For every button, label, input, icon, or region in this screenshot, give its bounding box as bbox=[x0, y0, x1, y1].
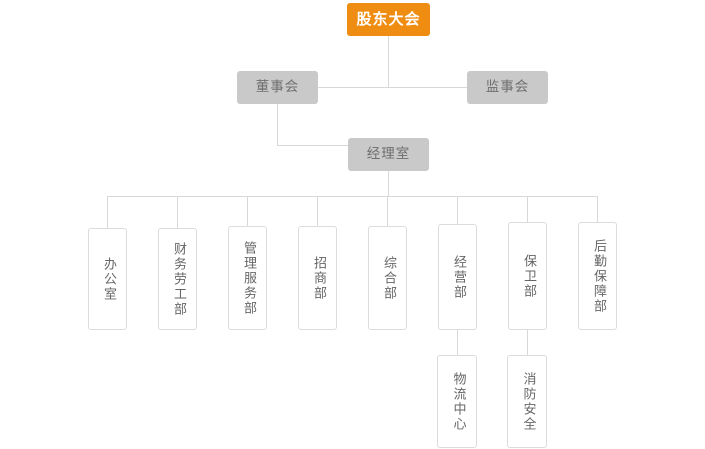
connector-drop-dept-1 bbox=[107, 196, 108, 228]
connector-drop-dept-7 bbox=[527, 196, 528, 222]
node-department-investment[interactable]: 招商部 bbox=[298, 226, 337, 330]
connector-manager-down bbox=[388, 170, 389, 197]
node-department-security[interactable]: 保卫部 bbox=[508, 222, 547, 330]
connector-drop-dept-4 bbox=[317, 196, 318, 226]
connector-board-to-manager bbox=[277, 145, 348, 146]
connector-root-down bbox=[388, 36, 389, 87]
connector-board-down bbox=[277, 104, 278, 145]
node-board-of-directors[interactable]: 董事会 bbox=[237, 71, 318, 104]
node-department-logistics-support[interactable]: 后勤保障部 bbox=[578, 222, 617, 330]
node-department-general[interactable]: 综合部 bbox=[368, 226, 407, 330]
connector-level2-bus bbox=[277, 87, 468, 88]
connector-drop-dept-6 bbox=[457, 196, 458, 224]
node-department-finance-labor[interactable]: 财务劳工部 bbox=[158, 228, 197, 330]
node-department-office[interactable]: 办公室 bbox=[88, 228, 127, 330]
connector-drop-dept-8 bbox=[597, 196, 598, 222]
node-department-operations[interactable]: 经营部 bbox=[438, 224, 477, 330]
node-shareholders-meeting[interactable]: 股东大会 bbox=[347, 3, 430, 36]
connector-drop-dept-2 bbox=[177, 196, 178, 228]
node-supervisory-board[interactable]: 监事会 bbox=[467, 71, 548, 104]
connector-department-bus bbox=[107, 196, 597, 197]
connector-drop-dept-5 bbox=[387, 196, 388, 226]
connector-drop-sub-1 bbox=[457, 330, 458, 355]
connector-drop-sub-2 bbox=[527, 330, 528, 355]
node-subdepartment-logistics-center[interactable]: 物流中心 bbox=[437, 355, 477, 448]
node-department-management-service[interactable]: 管理服务部 bbox=[228, 226, 267, 330]
node-manager-office[interactable]: 经理室 bbox=[348, 138, 429, 171]
node-subdepartment-fire-safety[interactable]: 消防安全 bbox=[507, 355, 547, 448]
connector-drop-dept-3 bbox=[247, 196, 248, 226]
